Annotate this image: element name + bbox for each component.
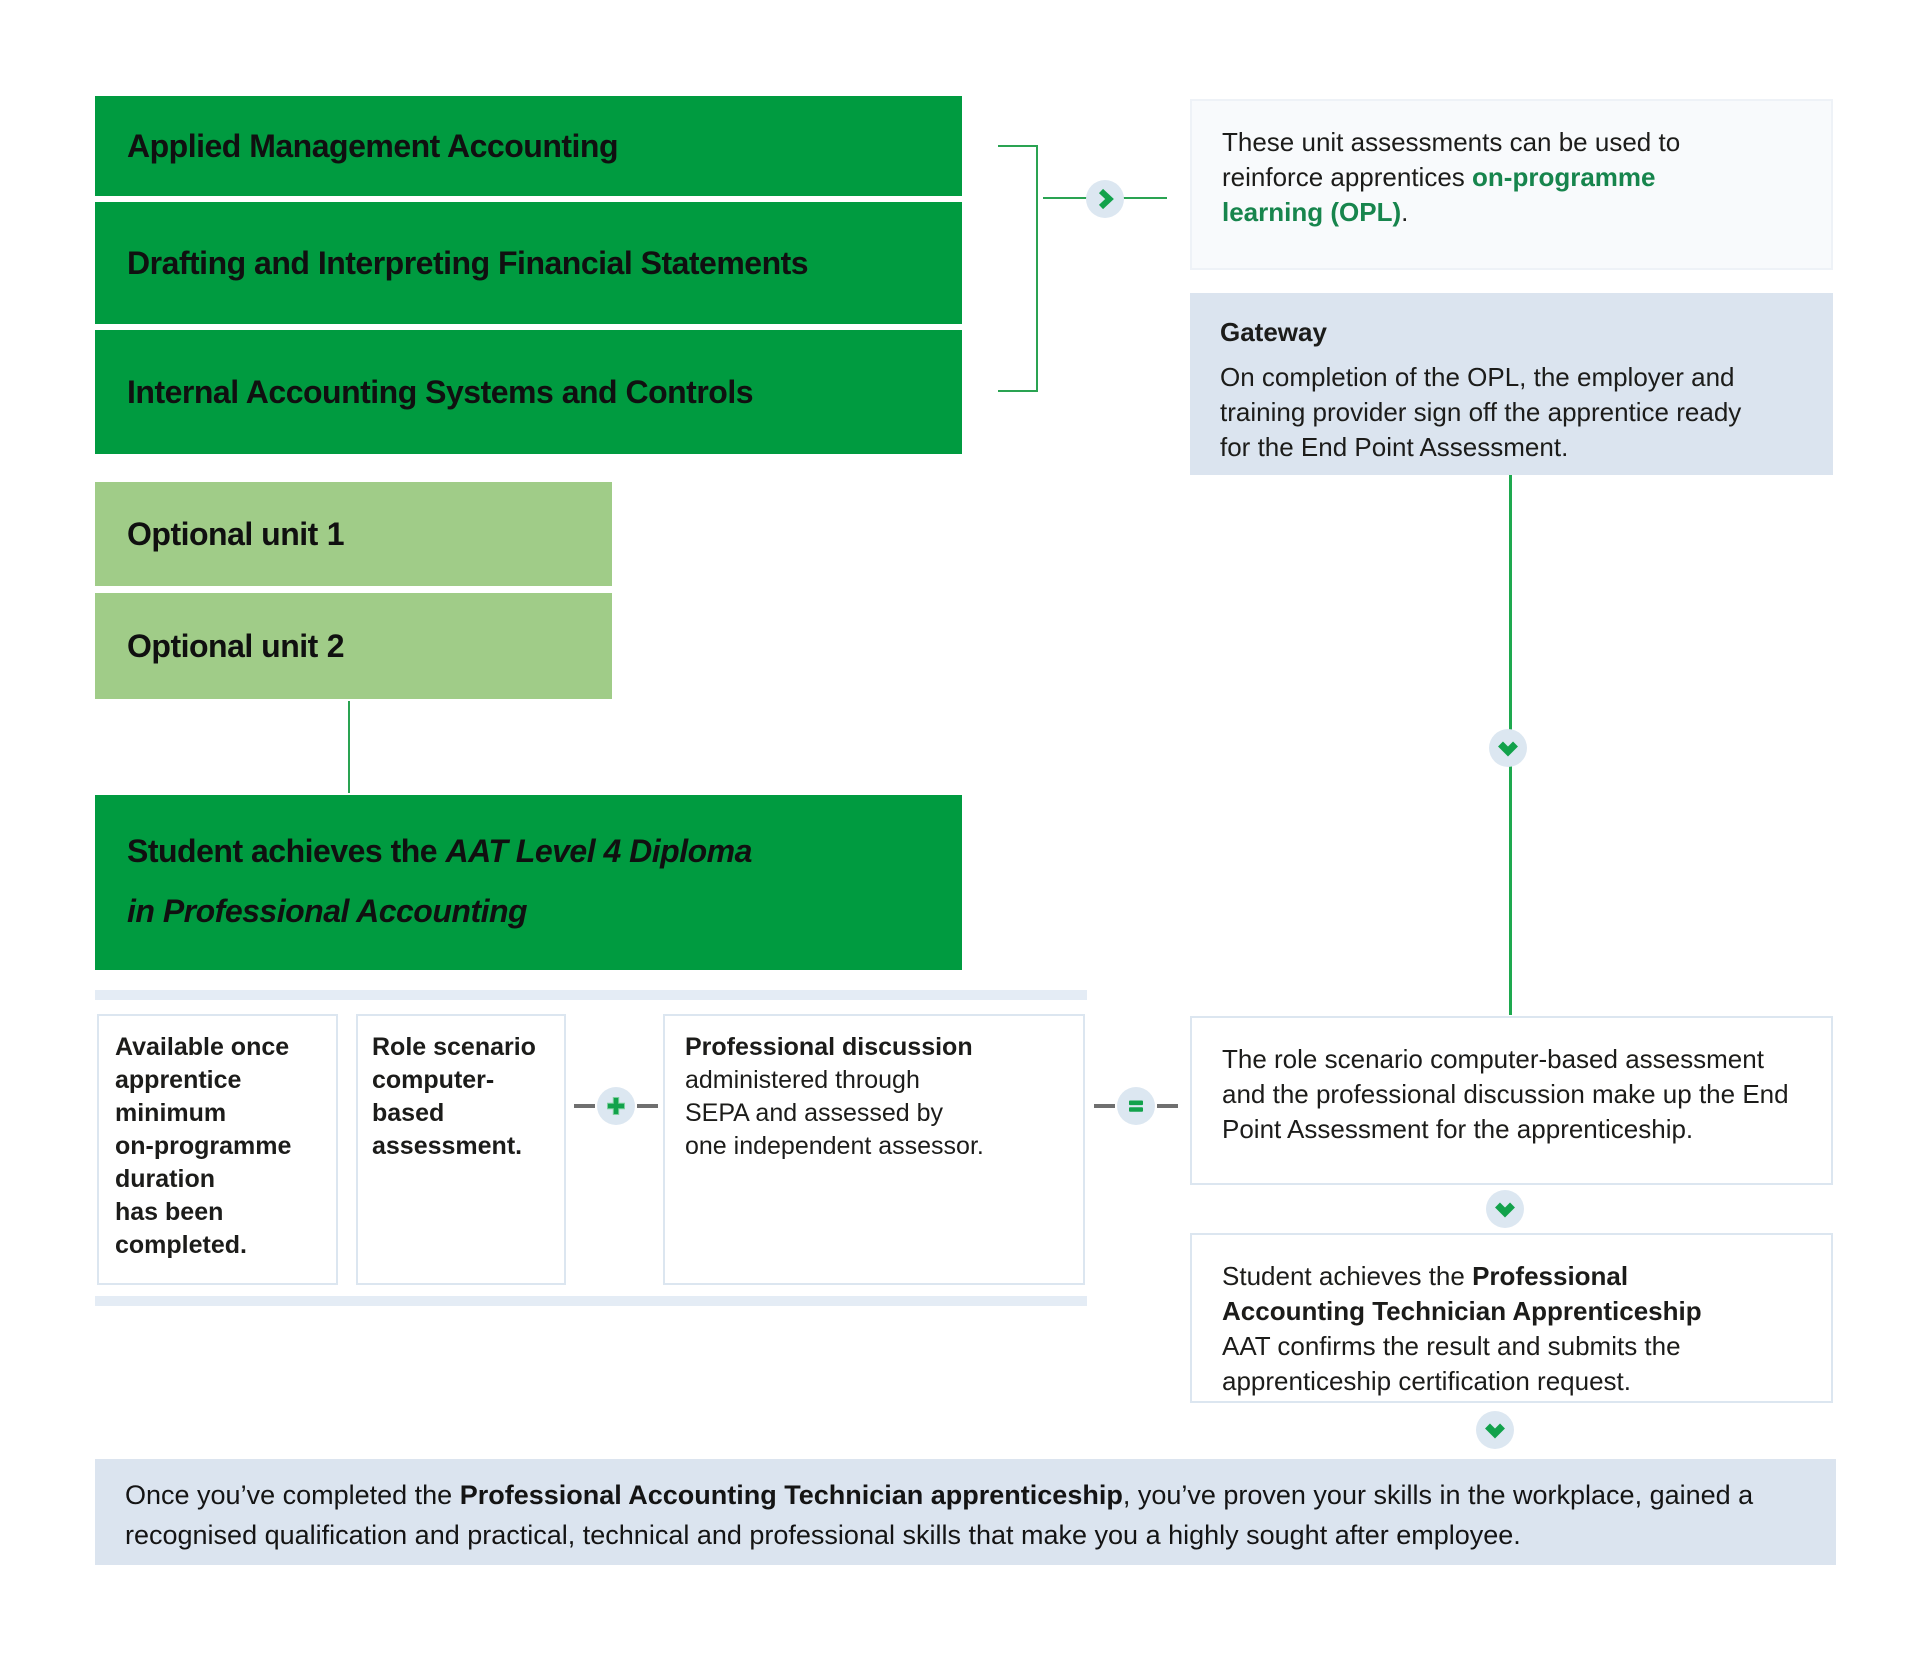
optional-unit-label: Optional unit xyxy=(127,515,318,552)
outro-bar: Once you’ve completed the Professional A… xyxy=(95,1459,1836,1565)
unit-box-applied-management-accounting: Applied Management Accounting xyxy=(95,96,962,196)
plus-dash-right xyxy=(637,1104,658,1108)
diploma-title: AAT Level 4 Diploma xyxy=(445,833,752,869)
optional-unit-2-box: Optional unit 2 xyxy=(95,593,612,699)
gateway-body: On completion of the OPL, the employer a… xyxy=(1220,362,1742,462)
gateway-title: Gateway xyxy=(1220,317,1327,347)
chevron-right-circle xyxy=(1086,180,1124,218)
optional-unit-label: Optional unit xyxy=(127,627,318,664)
outro-text-start: Once you’ve completed the xyxy=(125,1480,460,1510)
chevron-right-icon xyxy=(1098,188,1114,210)
optional-unit-1-box: Optional unit 1 xyxy=(95,482,612,586)
chevron-down-icon xyxy=(1485,1423,1505,1439)
chevron-down-icon xyxy=(1498,741,1518,757)
epa-availability-box: Available once apprentice minimum on-pro… xyxy=(97,1014,338,1285)
bracket-top-stub xyxy=(998,145,1038,147)
opl-highlight: on-programme learning (OPL) xyxy=(1222,162,1656,227)
equals-dash-left xyxy=(1094,1104,1115,1108)
chevron-down-circle-epa xyxy=(1486,1190,1524,1228)
outro-text-end: , you’ve proven your skills in the workp… xyxy=(125,1480,1754,1550)
professional-discussion-body: administered through SEPA and assessed b… xyxy=(685,1066,984,1160)
epa-separator-top xyxy=(95,990,1087,1000)
gateway-card: Gateway On completion of the OPL, the em… xyxy=(1190,293,1833,475)
epa-role-scenario-box: Role scenario computer- based assessment… xyxy=(356,1014,566,1285)
bracket-bottom-stub xyxy=(998,390,1038,392)
chevron-down-circle-outro xyxy=(1476,1411,1514,1449)
epa-professional-discussion-box: Professional discussion administered thr… xyxy=(663,1014,1085,1285)
diploma-prefix: Student achieves the xyxy=(127,833,446,869)
unit-box-internal-accounting-systems: Internal Accounting Systems and Controls xyxy=(95,330,962,454)
pat-title: Professional Accounting Technician Appre… xyxy=(1222,1261,1702,1326)
diploma-line-1: Student achieves the AAT Level 4 Diploma xyxy=(127,821,932,881)
pat-prefix: Student achieves the xyxy=(1222,1261,1473,1291)
diploma-box: Student achieves the AAT Level 4 Diploma… xyxy=(95,795,962,970)
optional-unit-number: 2 xyxy=(326,627,345,664)
chevron-down-icon xyxy=(1495,1202,1515,1218)
optional-unit-number: 1 xyxy=(326,515,345,552)
chevron-down-circle-gateway xyxy=(1489,729,1527,767)
plus-dash-left xyxy=(574,1104,595,1108)
outro-apprenticeship-name: Professional Accounting Technician appre… xyxy=(459,1480,1123,1510)
plus-icon xyxy=(607,1097,625,1115)
opl-note-period: . xyxy=(1401,197,1409,227)
bracket-vertical xyxy=(1036,145,1038,392)
diploma-line-2: in Professional Accounting xyxy=(127,893,528,929)
epa-separator-bottom xyxy=(95,1296,1087,1306)
pat-achievement-card: Student achieves the Professional Accoun… xyxy=(1190,1233,1833,1403)
bracket-arrow-line-left xyxy=(1043,197,1087,199)
unit-label: Internal Accounting Systems and Controls xyxy=(127,373,754,410)
equals-icon xyxy=(1129,1100,1143,1112)
equals-circle xyxy=(1117,1087,1155,1125)
unit-box-drafting-financial-statements: Drafting and Interpreting Financial Stat… xyxy=(95,202,962,324)
opl-note-text: These unit assessments can be used to re… xyxy=(1222,127,1681,192)
professional-discussion-title: Professional discussion xyxy=(685,1033,973,1061)
connector-optional-to-diploma xyxy=(348,701,350,793)
unit-label: Applied Management Accounting xyxy=(127,127,619,164)
pat-confirmation: AAT confirms the result and submits the … xyxy=(1222,1331,1681,1396)
bracket-arrow-line-right xyxy=(1123,197,1167,199)
unit-label: Drafting and Interpreting Financial Stat… xyxy=(127,244,809,281)
epa-summary-card: The role scenario computer-based assessm… xyxy=(1190,1016,1833,1185)
equals-dash-right xyxy=(1157,1104,1178,1108)
opl-note-card: These unit assessments can be used to re… xyxy=(1190,99,1833,270)
plus-circle xyxy=(597,1087,635,1125)
